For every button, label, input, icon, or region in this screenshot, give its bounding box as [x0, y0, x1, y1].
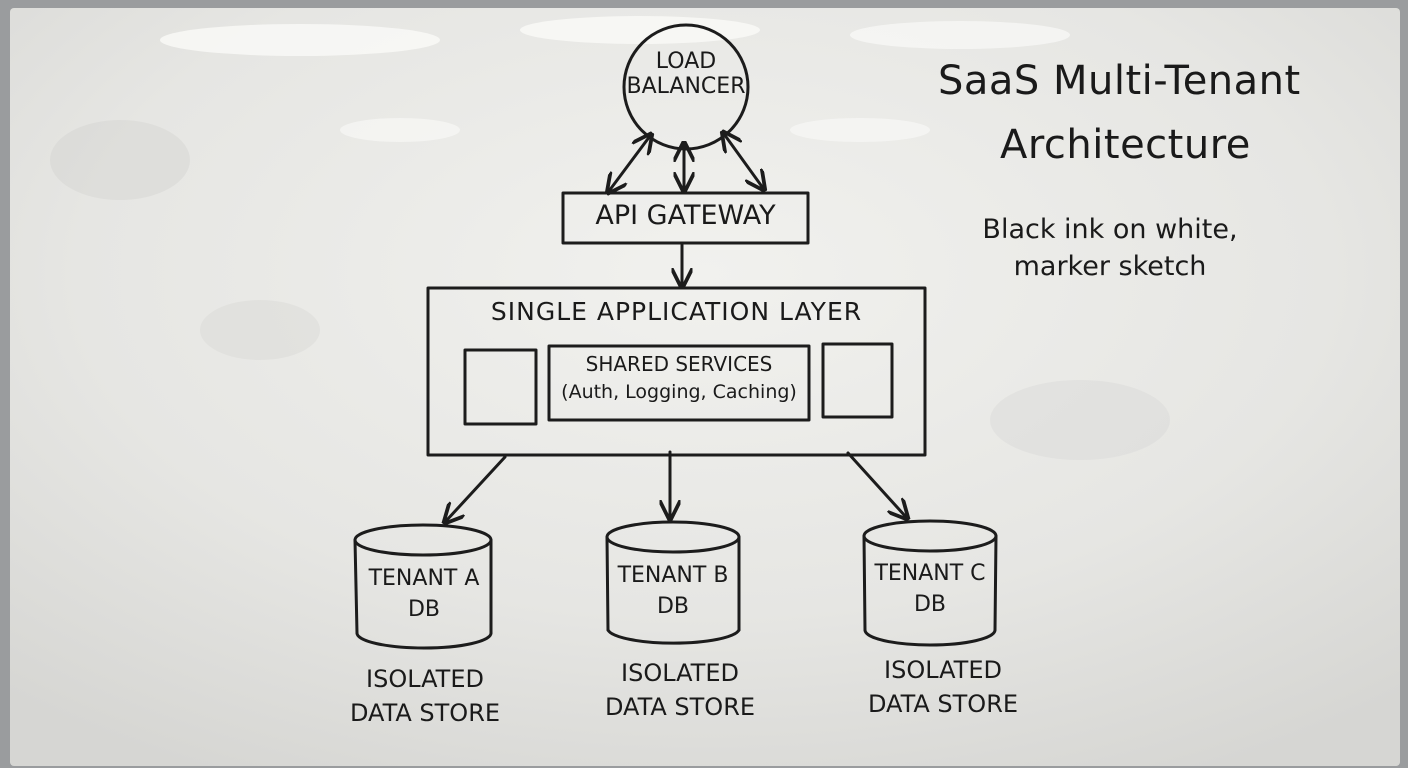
shared-services-node: [547, 344, 811, 422]
shared-services-label-line1: SHARED SERVICES: [585, 352, 773, 376]
smudge: [200, 300, 320, 360]
shared-services-label: SHARED SERVICES (Auth, Logging, Caching): [549, 353, 809, 404]
app-module-left: [463, 348, 538, 426]
tenant-b-label: TENANT B DB: [607, 563, 739, 620]
glare: [790, 118, 930, 142]
application-layer-label: SINGLE APPLICATION LAYER: [490, 297, 863, 326]
glare: [340, 118, 460, 142]
tenant-a-db-node: [353, 523, 493, 650]
diagram-title-line1: SaaS Multi-Tenant: [938, 58, 1301, 104]
glare: [850, 21, 1070, 49]
tenant-a-label: TENANT A DB: [357, 566, 491, 623]
board-surface: [10, 8, 1400, 766]
tenant-a-caption-line2: DATA STORE: [349, 698, 501, 727]
shared-services-label-line2: (Auth, Logging, Caching): [561, 381, 797, 403]
tenant-c-label: TENANT C DB: [864, 561, 996, 618]
tenant-c-caption-line2: DATA STORE: [867, 689, 1019, 718]
tenant-b-db-node: [605, 520, 741, 645]
sketch-note: Black ink on white, marker sketch: [960, 214, 1260, 282]
tenant-b-caption: ISOLATED DATA STORE: [590, 659, 770, 721]
smudge: [50, 120, 190, 200]
load-balancer-label: LOAD BALANCER: [626, 49, 746, 100]
api-gateway-label: API GATEWAY: [595, 200, 776, 231]
tenant-b-label-line2: DB: [656, 594, 690, 620]
glare: [160, 24, 440, 56]
tenant-c-db-node: [862, 519, 998, 647]
lb-gateway-arrow-left: [609, 136, 650, 191]
tenant-c-label-line1: TENANT C: [874, 561, 986, 586]
tenant-a-caption-line1: ISOLATED: [366, 665, 484, 693]
tenant-b-label-line1: TENANT B: [617, 563, 729, 588]
sketch-note-line1: Black ink on white,: [982, 214, 1238, 245]
sketch-note-line2: marker sketch: [1013, 251, 1207, 283]
load-balancer-label-line1: LOAD: [655, 49, 717, 74]
tenant-b-caption-line2: DATA STORE: [604, 692, 756, 721]
tenant-c-caption-line1: ISOLATED: [884, 656, 1002, 684]
tenant-c-caption: ISOLATED DATA STORE: [853, 656, 1033, 718]
app-tenant-c-arrow: [846, 451, 906, 517]
application-layer-node: [426, 286, 927, 457]
load-balancer-label-line2: BALANCER: [626, 74, 746, 100]
tenant-a-label-line1: TENANT A: [368, 566, 480, 591]
smudge: [990, 380, 1170, 460]
lb-gateway-arrow-right: [724, 134, 763, 188]
api-gateway-node: [561, 191, 810, 245]
app-module-right: [821, 342, 894, 419]
tenant-b-caption-line1: ISOLATED: [621, 659, 739, 687]
diagram-title-line2: Architecture: [1000, 122, 1251, 168]
tenant-a-label-line2: DB: [407, 597, 441, 623]
tenant-a-caption: ISOLATED DATA STORE: [335, 665, 515, 727]
glare: [520, 16, 760, 44]
tenant-c-label-line2: DB: [913, 592, 947, 618]
app-tenant-a-arrow: [446, 455, 507, 521]
